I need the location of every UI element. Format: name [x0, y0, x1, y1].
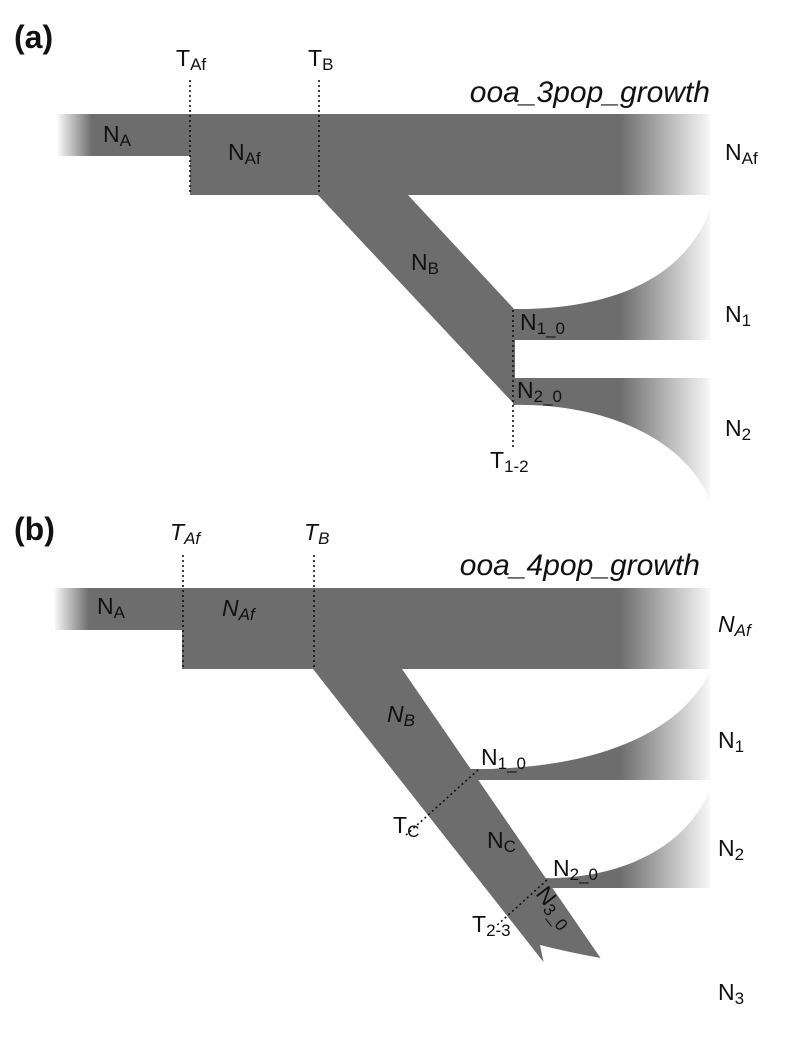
panel-a-fades [56, 110, 715, 510]
n-af-label: NAf [222, 595, 257, 624]
n-af-label: NAf [228, 139, 261, 168]
n1-0-label: N1_0 [520, 309, 565, 338]
n2-0-label: N2_0 [553, 855, 598, 884]
n1-0-label: N1_0 [481, 744, 526, 773]
t-b-label: TB [304, 519, 329, 548]
n-b-label: NB [387, 701, 415, 730]
panel-b-label: (b) [14, 511, 55, 547]
t-af-label: TAf [170, 519, 202, 548]
n-a-label: NA [97, 593, 126, 622]
panel-a: (a) ooa_3pop_growth TAf TB NA NAf NAf NB… [14, 19, 758, 510]
n1-label: N1 [718, 727, 744, 756]
n-af-right-label: NAf [725, 139, 758, 168]
t-af-label: TAf [176, 45, 206, 74]
band-b-c-3 [313, 669, 650, 1030]
panel-a-model-name: ooa_3pop_growth [470, 76, 710, 109]
t-b-label: TB [308, 45, 333, 74]
t-2-3-label: T2-3 [472, 911, 511, 940]
band-b [318, 195, 515, 405]
panel-b-fades [53, 584, 715, 1040]
n2-label: N2 [718, 835, 744, 864]
t-2-3-marker [494, 879, 548, 928]
n-c-label: NC [487, 827, 516, 856]
t-1-2-label: T1-2 [490, 447, 529, 476]
n1-label: N1 [725, 301, 751, 330]
n-b-label: NB [411, 249, 439, 278]
n2-0-label: N2_0 [517, 377, 562, 406]
panel-a-label: (a) [14, 19, 53, 55]
n-af-right-label: NAf [718, 611, 753, 640]
panel-b-model-name: ooa_4pop_growth [460, 549, 700, 582]
n-a-label: NA [103, 121, 132, 150]
t-c-marker [405, 769, 479, 836]
panel-b: (b) ooa_4pop_growth TAf TB NA NAf NAf NB… [14, 511, 753, 1040]
n2-label: N2 [725, 415, 751, 444]
t-c-label: TC [393, 812, 419, 841]
panel-a-bands [58, 114, 710, 500]
n3-label: N3 [718, 979, 744, 1008]
